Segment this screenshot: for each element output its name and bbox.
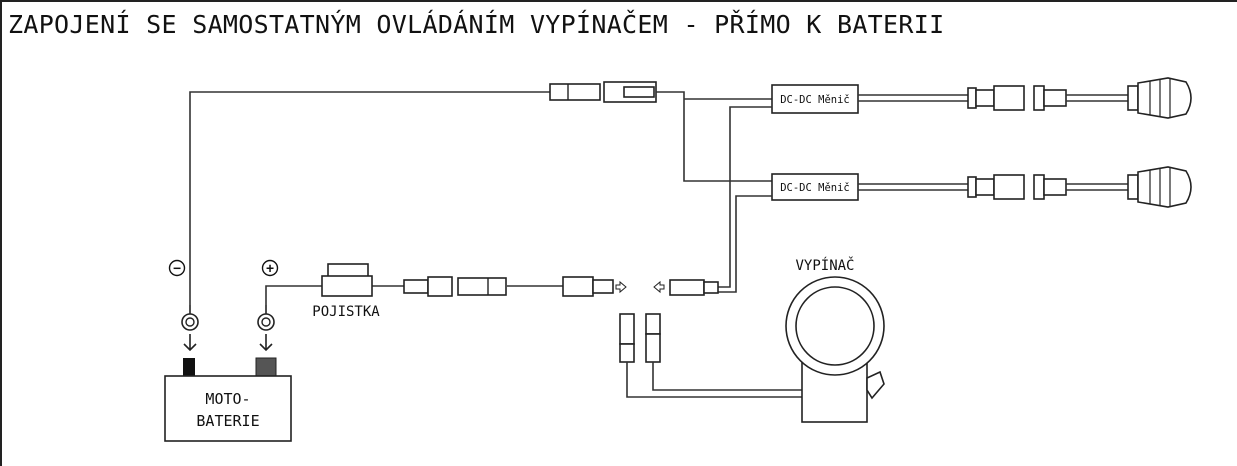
output-cable-bottom	[858, 174, 1128, 200]
positive-wire	[265, 285, 563, 305]
fuse	[321, 263, 373, 297]
connector-top-left	[549, 83, 601, 101]
switch-feed-wires	[718, 106, 772, 293]
switch-body	[785, 276, 885, 423]
output-cable-top	[858, 85, 1128, 111]
plus-symbol-text: +	[266, 262, 274, 277]
arrow-down-positive	[259, 334, 273, 352]
converter-top: DC-DC Měnič	[771, 84, 859, 114]
minus-symbol-text: −	[173, 262, 181, 277]
converter-bottom-label: DC-DC Měnič	[780, 182, 850, 194]
plug-head-bottom	[1127, 166, 1192, 208]
converter-bottom: DC-DC Měnič	[771, 173, 859, 201]
wire-to-lower-converter	[656, 91, 772, 182]
battery-label-line2: BATERIE	[196, 412, 259, 430]
battery-negative-terminal	[183, 358, 195, 376]
diagram-title: ZAPOJENÍ SE SAMOSTATNÝM OVLÁDÁNÍM VYPÍNA…	[8, 10, 945, 39]
arrow-right-marker	[653, 280, 665, 294]
minus-symbol: −	[168, 259, 186, 277]
battery: MOTO- BATERIE	[164, 357, 292, 442]
plus-symbol: +	[261, 259, 279, 277]
converter-top-label: DC-DC Měnič	[780, 94, 850, 106]
plug-head-top	[1127, 77, 1192, 119]
connector-switch-feed	[669, 279, 719, 296]
connector-pos-2	[562, 276, 614, 297]
ring-terminal-positive	[257, 305, 275, 331]
fuse-label: POJISTKA	[312, 304, 380, 320]
ring-terminal-negative	[181, 305, 199, 331]
connector-pos-1	[403, 276, 507, 297]
battery-label-line1: MOTO-	[205, 390, 250, 408]
arrow-left-marker	[615, 280, 627, 294]
arrow-down-negative	[183, 334, 197, 352]
battery-positive-terminal	[255, 357, 277, 377]
negative-wire	[189, 91, 550, 305]
connector-top-right	[603, 81, 657, 103]
switch-label: VYPÍNAČ	[795, 256, 854, 274]
switch-connectors	[619, 313, 802, 398]
